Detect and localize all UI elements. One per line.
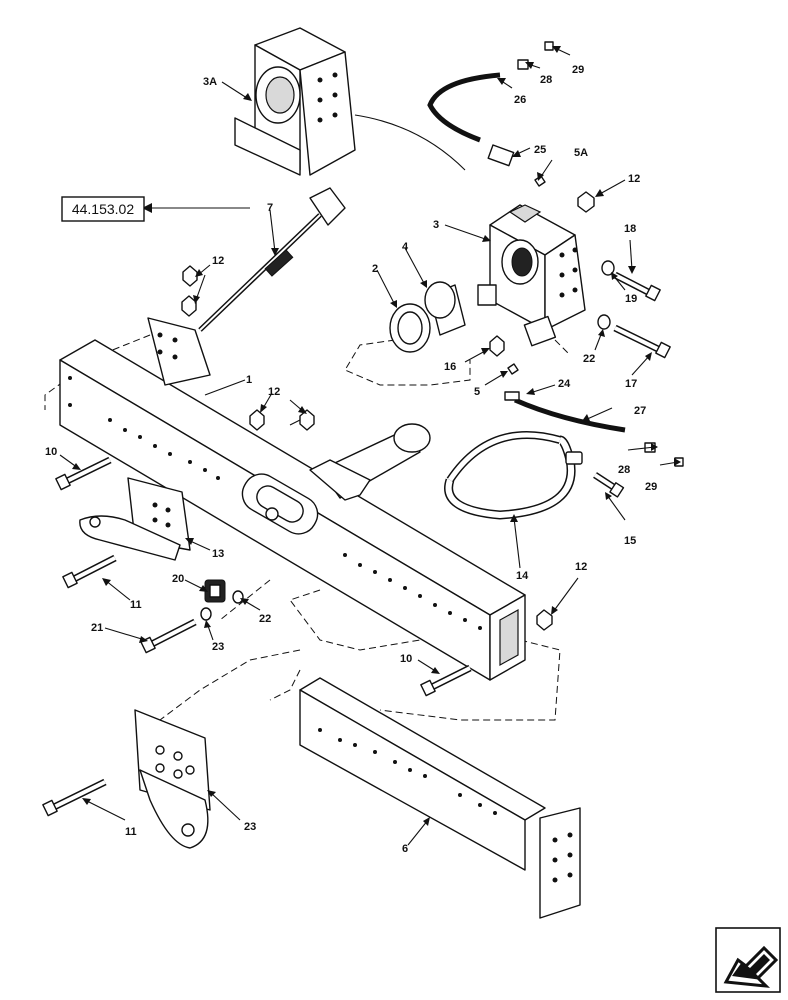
callout-label: 5A xyxy=(574,147,588,159)
main-beam xyxy=(59,339,526,681)
next-page-arrow-icon[interactable] xyxy=(715,927,781,993)
callout-label: 12 xyxy=(628,173,640,185)
callout-label: 12 xyxy=(575,561,587,573)
callout-label: 11 xyxy=(130,599,142,611)
callout-label: 5 xyxy=(474,386,480,398)
bolt-15 xyxy=(593,472,625,498)
callout-label: 29 xyxy=(572,64,584,76)
callout-label: 3 xyxy=(433,219,439,231)
callout-label: 12 xyxy=(212,255,224,267)
bushings xyxy=(389,281,466,353)
callout-label: 21 xyxy=(91,622,103,634)
bolt-10-lower xyxy=(420,664,472,697)
callout-label: 13 xyxy=(212,548,224,560)
bolt-11-lower xyxy=(42,778,107,817)
u-clamp xyxy=(444,431,583,520)
bolt-21 xyxy=(140,618,197,654)
callout-label: 10 xyxy=(400,653,412,665)
callout-label: 28 xyxy=(540,74,552,86)
hydraulic-hose-lower xyxy=(504,391,684,467)
callout-label: 24 xyxy=(558,378,571,390)
callout-label: 29 xyxy=(645,481,657,493)
callout-label: 11 xyxy=(125,826,137,838)
bolt-10-upper xyxy=(55,456,112,491)
hitch-bracket-23 xyxy=(134,709,211,849)
callout-label: 1 xyxy=(246,374,252,386)
callout-label: 27 xyxy=(634,405,646,417)
pivot-housing-3a xyxy=(234,27,466,176)
extension-beam xyxy=(299,677,581,919)
callout-label: 22 xyxy=(259,613,271,625)
callout-label: 25 xyxy=(534,144,546,156)
callout-label: 20 xyxy=(172,573,184,585)
upper-left-bracket xyxy=(147,317,211,386)
callout-label: 26 xyxy=(514,94,526,106)
pivot-shaft xyxy=(309,423,431,501)
callout-label: 23 xyxy=(244,821,256,833)
callout-label: 28 xyxy=(618,464,630,476)
callout-label: 17 xyxy=(625,378,637,390)
callout-label: 12 xyxy=(268,386,280,398)
callout-label: 22 xyxy=(583,353,595,365)
callout-label: 2 xyxy=(372,263,378,275)
callout-label: 23 xyxy=(212,641,224,653)
assembly-dashed-lines xyxy=(44,334,571,721)
callout-label: 7 xyxy=(267,202,273,214)
pivot-housing xyxy=(477,204,586,347)
callout-labels: 3A 29 28 26 25 5A 12 7 3 18 4 2 12 19 22… xyxy=(45,64,657,855)
bolt-17 xyxy=(613,324,671,359)
leader-lines xyxy=(59,46,681,846)
adjusting-rod xyxy=(198,187,346,332)
callout-label: 16 xyxy=(444,361,456,373)
bolts xyxy=(42,271,671,817)
callout-label: 15 xyxy=(624,535,636,547)
beam-holes xyxy=(68,376,482,630)
callout-label: 18 xyxy=(624,223,636,235)
callout-label: 4 xyxy=(402,241,409,253)
callout-label: 19 xyxy=(625,293,637,305)
reference-link[interactable]: 44.153.02 xyxy=(61,196,145,222)
callout-label: 3A xyxy=(203,76,217,88)
grease-fitting-20 xyxy=(204,579,226,603)
callout-label: 10 xyxy=(45,446,57,458)
callout-label: 6 xyxy=(402,843,408,855)
hitch-bracket-13 xyxy=(79,477,191,561)
small-hardware xyxy=(181,175,615,631)
callout-label: 14 xyxy=(516,570,529,582)
bolt-18 xyxy=(613,271,661,302)
reference-box-label[interactable]: 44.153.02 xyxy=(72,201,134,217)
bolt-11-upper xyxy=(62,554,117,589)
